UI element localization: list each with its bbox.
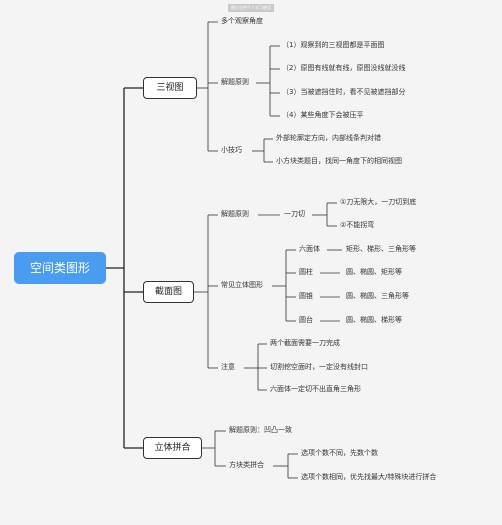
node-pinhe[interactable]: 立体拼合 xyxy=(143,437,202,459)
solids-label: 常见立体图形 xyxy=(221,281,263,289)
tip-2: 小方块类题目，找同一角度下的相同视图 xyxy=(276,157,402,165)
solid-shapes-frustum: 圆、椭圆、梯形等 xyxy=(346,316,402,324)
jiemian-principle: 解题原则 xyxy=(221,210,249,218)
note-2: 切割挖空面时，一定没有线封口 xyxy=(270,363,368,371)
solid-shapes-cylinder: 圆、椭圆、矩形等 xyxy=(346,268,402,276)
yidao-rule-2: ②不能拐弯 xyxy=(340,221,375,229)
note-label: 注意 xyxy=(221,363,235,371)
pinhe-blocks: 方块类拼合 xyxy=(229,461,264,469)
solid-name-hexahedron: 六面体 xyxy=(299,245,320,253)
solid-shapes-cone: 圆、椭圆、三角形等 xyxy=(346,292,409,300)
principle-3: （3）当被遮挡住时，看不见被遮挡部分 xyxy=(282,88,406,96)
solid-name-cone: 圆锥 xyxy=(299,292,313,300)
sanshitu-item-principle: 解题原则 xyxy=(221,78,249,86)
principle-1: （1）观察到的三视图都是平面图 xyxy=(282,41,385,49)
sanshitu-item-tips: 小技巧 xyxy=(221,146,242,154)
yidao-rule-1: ①刀无限大，一刀切到底 xyxy=(340,198,417,206)
watermark: 图片仅供个人学习使用 xyxy=(228,4,274,12)
solid-name-frustum: 圆台 xyxy=(299,316,313,324)
sanshitu-item-angles: 多个观察角度 xyxy=(221,17,263,25)
yidao-label: 一刀切 xyxy=(284,210,305,218)
solid-name-cylinder: 圆柱 xyxy=(299,268,313,276)
solid-shapes-hexahedron: 矩形、梯形、三角形等 xyxy=(346,245,416,253)
pinhe-principle: 解题原则：凹凸一致 xyxy=(229,426,292,434)
tip-1: 外部轮廓定方向，内部线条判对错 xyxy=(276,134,381,142)
principle-2: （2）原图有线就有线，原图没线就没线 xyxy=(282,64,406,72)
principle-4: （4）某些角度下会被压平 xyxy=(282,111,364,119)
root-node[interactable]: 空间类图形 xyxy=(14,252,106,284)
block-rule-2: 选项个数相同，优先找最大/特殊块进行拼合 xyxy=(301,473,437,481)
node-sanshitu[interactable]: 三视图 xyxy=(143,77,197,99)
node-jiemiantu[interactable]: 截面图 xyxy=(143,281,194,303)
note-3: 六面体一定切不出直角三角形 xyxy=(270,385,361,393)
note-1: 两个截面需要一刀完成 xyxy=(270,339,340,347)
block-rule-1: 选项个数不同，先数个数 xyxy=(301,449,378,457)
